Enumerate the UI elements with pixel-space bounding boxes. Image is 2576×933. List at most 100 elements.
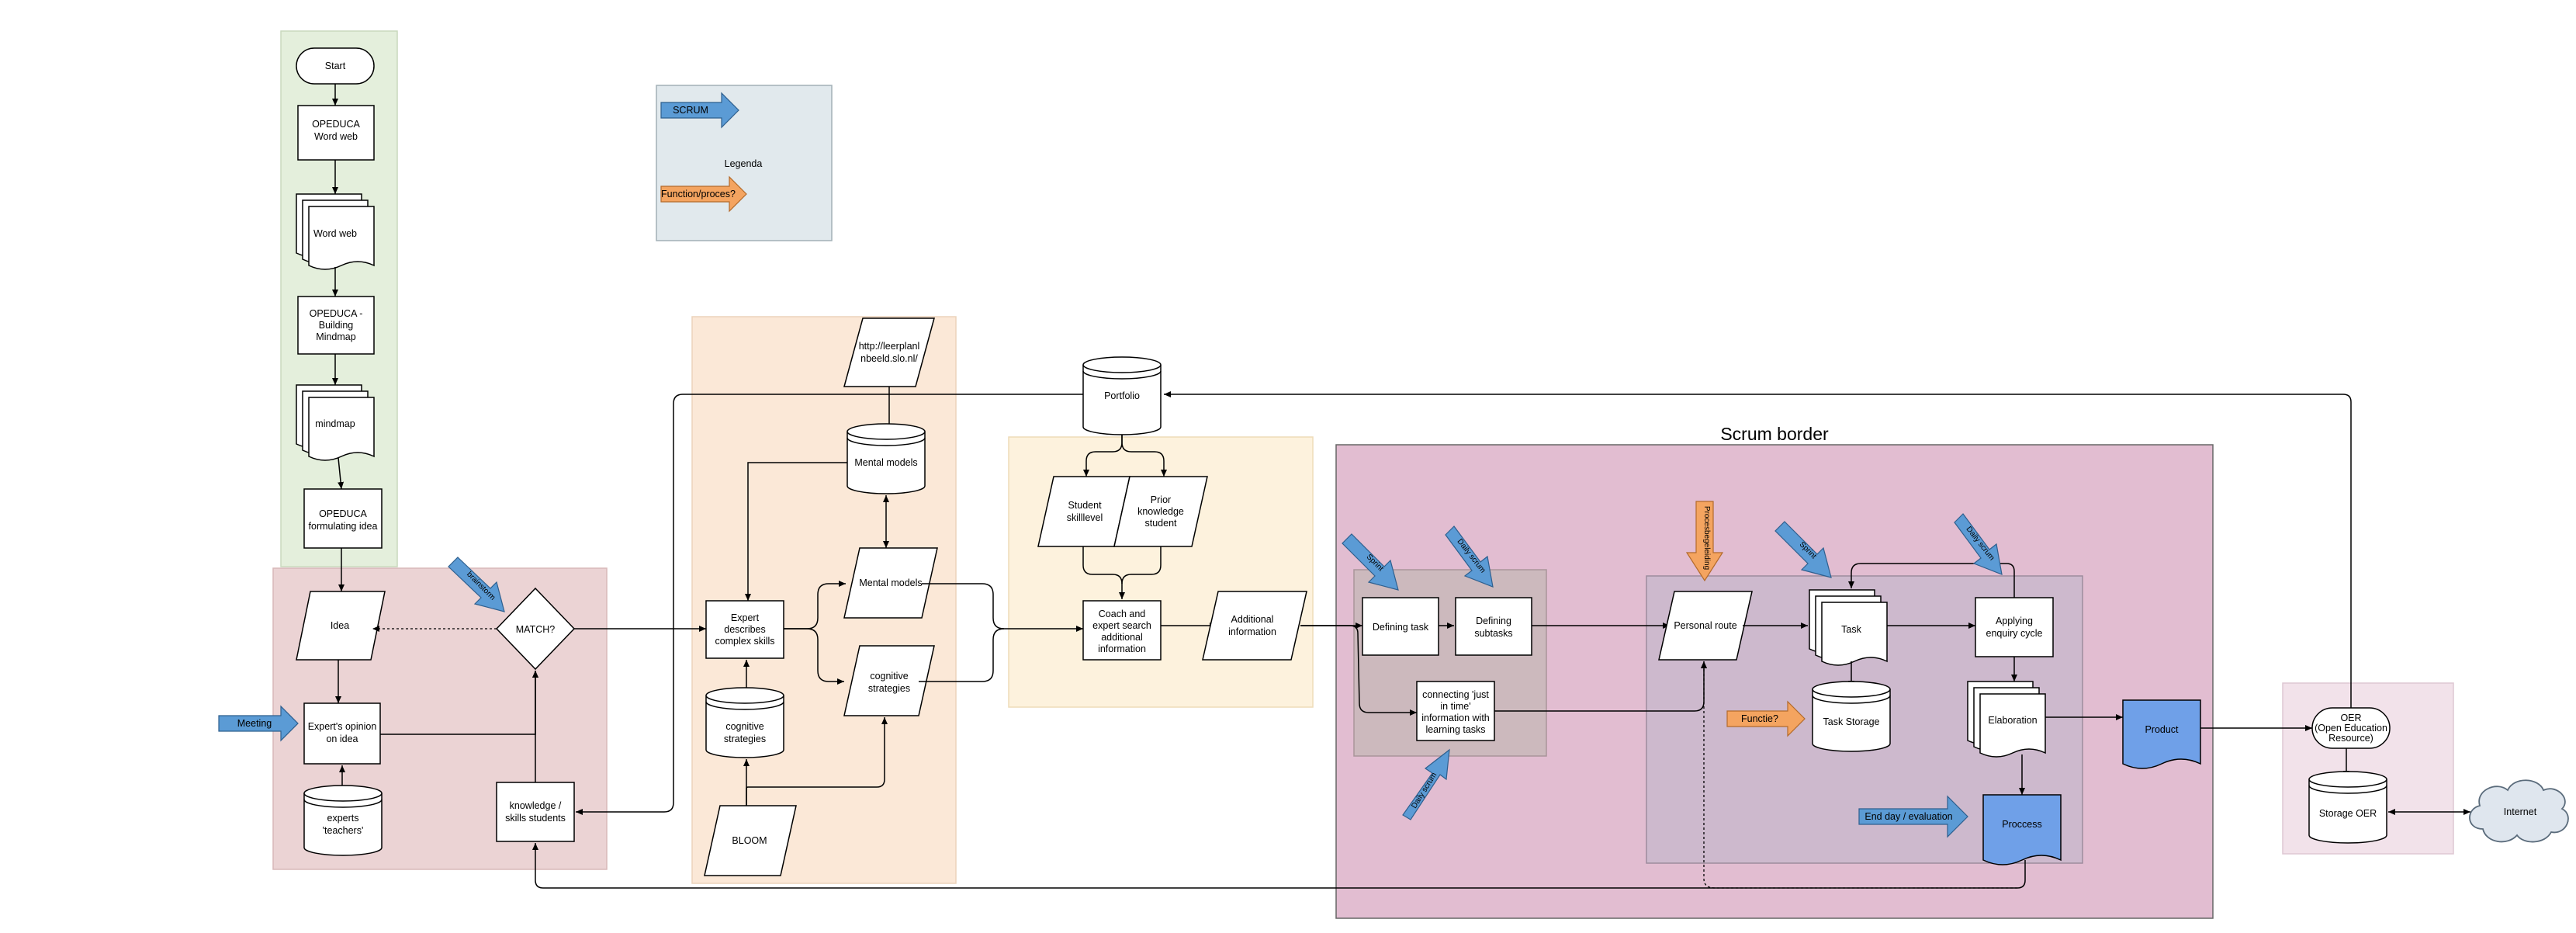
svg-text:'teachers': 'teachers' [323, 825, 364, 836]
svg-text:Expert: Expert [731, 612, 760, 623]
elaboration-document: Elaboration [1967, 681, 2046, 758]
svg-text:MATCH?: MATCH? [516, 624, 556, 635]
mental-models-database: Mental models [847, 423, 926, 494]
coach-expert-node: Coach and expert search additional infor… [1082, 600, 1162, 661]
idea-node: Idea [296, 591, 386, 661]
procesbegeleiding-arrow: Procesbegeleiding [1685, 501, 1724, 582]
svg-text:Mental models: Mental models [859, 577, 922, 588]
bloom-node: BLOOM [704, 805, 797, 876]
svg-text:subtasks: subtasks [1474, 628, 1512, 639]
prior-knowledge-node: Prior knowledge student [1113, 476, 1208, 547]
legend-title: Legenda [725, 158, 763, 169]
svg-text:Personal route: Personal route [1674, 620, 1736, 631]
mindmap-document: mindmap [296, 384, 375, 461]
internet-cloud: Internet [2469, 779, 2569, 843]
svg-text:Elaboration: Elaboration [1988, 715, 2037, 726]
svg-text:skills students: skills students [505, 813, 566, 824]
svg-text:Prior: Prior [1151, 494, 1171, 505]
opeduca-building-mindmap-node: OPEDUCA - Building Mindmap [297, 296, 375, 355]
legend-function-arrow: Function/proces? [660, 175, 747, 213]
expert-describes-node: Expert describes complex skills [705, 600, 784, 659]
svg-text:strategies: strategies [868, 683, 910, 694]
word-web-document: Word web [296, 193, 375, 270]
svg-text:End day / evaluation: End day / evaluation [1864, 811, 1952, 822]
task-document: Task [1809, 589, 1888, 666]
svg-text:SCRUM: SCRUM [673, 105, 708, 116]
meeting-scrum-arrow: Meeting [218, 705, 299, 742]
svg-text:OPEDUCA: OPEDUCA [319, 508, 367, 519]
svg-text:Student: Student [1068, 500, 1102, 511]
end-day-evaluation-arrow: End day / evaluation [1858, 795, 1968, 838]
additional-information-node: Additional information [1202, 591, 1307, 661]
svg-text:http://leerplanl: http://leerplanl [859, 341, 920, 352]
svg-text:Start: Start [325, 61, 346, 71]
match-decision: MATCH? [495, 587, 576, 671]
defining-subtasks-node: Defining subtasks [1455, 597, 1532, 656]
url-node: http://leerplanl nbeeld.slo.nl/ [843, 317, 935, 387]
experts-opinion-node: Expert's opinion on idea [303, 702, 381, 765]
svg-text:Defining: Defining [1476, 616, 1511, 626]
svg-text:in time': in time' [1440, 701, 1470, 712]
svg-text:expert search: expert search [1092, 620, 1151, 631]
svg-text:Internet: Internet [2504, 806, 2537, 817]
svg-text:Applying: Applying [1996, 616, 2033, 626]
svg-text:OPEDUCA: OPEDUCA [312, 119, 360, 130]
functie-arrow: Functie? [1726, 700, 1806, 737]
svg-text:enquiry cycle: enquiry cycle [1986, 628, 2043, 639]
svg-text:Word web: Word web [314, 131, 358, 142]
svg-text:complex skills: complex skills [715, 636, 774, 647]
knowledge-skills-node: knowledge / skills students [496, 782, 575, 842]
process-document: Proccess [1982, 794, 2062, 865]
svg-text:Defining task: Defining task [1373, 622, 1429, 633]
svg-text:Meeting: Meeting [237, 718, 272, 729]
opeduca-word-web-node: OPEDUCA Word web [297, 105, 375, 161]
svg-text:Additional: Additional [1231, 614, 1274, 625]
svg-text:skilllevel: skilllevel [1067, 512, 1103, 523]
svg-text:OPEDUCA -: OPEDUCA - [310, 308, 363, 319]
svg-text:information with: information with [1421, 713, 1490, 723]
sprint-scrum-arrow-2: Sprint [1774, 521, 1832, 578]
svg-text:Mindmap: Mindmap [316, 331, 355, 342]
svg-text:(Open Education: (Open Education [2315, 723, 2387, 734]
svg-text:Coach and: Coach and [1099, 609, 1146, 619]
svg-text:Portfolio: Portfolio [1104, 390, 1140, 401]
svg-text:learning tasks: learning tasks [1425, 724, 1485, 735]
experts-teachers-database: experts 'teachers' [303, 785, 383, 856]
svg-text:Functie?: Functie? [1741, 713, 1778, 724]
svg-text:mindmap: mindmap [315, 418, 355, 429]
cognitive-strategies-node: cognitive strategies [843, 645, 935, 716]
svg-text:experts: experts [327, 813, 359, 824]
task-storage-database: Task Storage [1812, 681, 1891, 752]
svg-text:cognitive: cognitive [870, 671, 908, 682]
svg-text:Building: Building [319, 320, 354, 331]
svg-text:knowledge /: knowledge / [510, 800, 562, 811]
student-skill-node: Student skilllevel [1037, 476, 1130, 547]
svg-text:Task Storage: Task Storage [1823, 716, 1880, 727]
svg-text:connecting 'just: connecting 'just [1422, 689, 1489, 700]
portfolio-database: Portfolio [1082, 356, 1162, 435]
legend-scrum-arrow: SCRUM [660, 92, 739, 129]
svg-text:Product: Product [2145, 724, 2179, 735]
opeduca-formulating-idea-node: OPEDUCA formulating idea [303, 488, 383, 549]
svg-text:nbeeld.slo.nl/: nbeeld.slo.nl/ [860, 353, 918, 364]
cognitive-strategies-database: cognitive strategies [705, 687, 784, 758]
oer-node: OER (Open Education Resource) [2311, 707, 2391, 749]
svg-text:Word web: Word web [313, 228, 357, 239]
svg-text:student: student [1144, 518, 1177, 529]
svg-text:information: information [1098, 643, 1146, 654]
personal-route-node: Personal route [1658, 591, 1753, 661]
applying-enquiry-node: Applying enquiry cycle [1975, 597, 2054, 657]
svg-text:strategies: strategies [724, 734, 766, 744]
svg-text:knowledge: knowledge [1137, 506, 1184, 517]
svg-text:Procesbegeleiding: Procesbegeleiding [1702, 506, 1711, 570]
svg-text:OER: OER [2340, 713, 2361, 723]
svg-text:Resource): Resource) [2328, 733, 2373, 744]
start-node: Start [296, 47, 375, 85]
storage-oer-database: Storage OER [2308, 771, 2387, 844]
connecting-node: connecting 'just in time' information wi… [1416, 681, 1495, 741]
product-document: Product [2122, 699, 2201, 769]
svg-text:Mental models: Mental models [854, 457, 917, 468]
svg-text:Expert's opinion: Expert's opinion [308, 721, 377, 732]
svg-text:information: information [1228, 626, 1276, 637]
